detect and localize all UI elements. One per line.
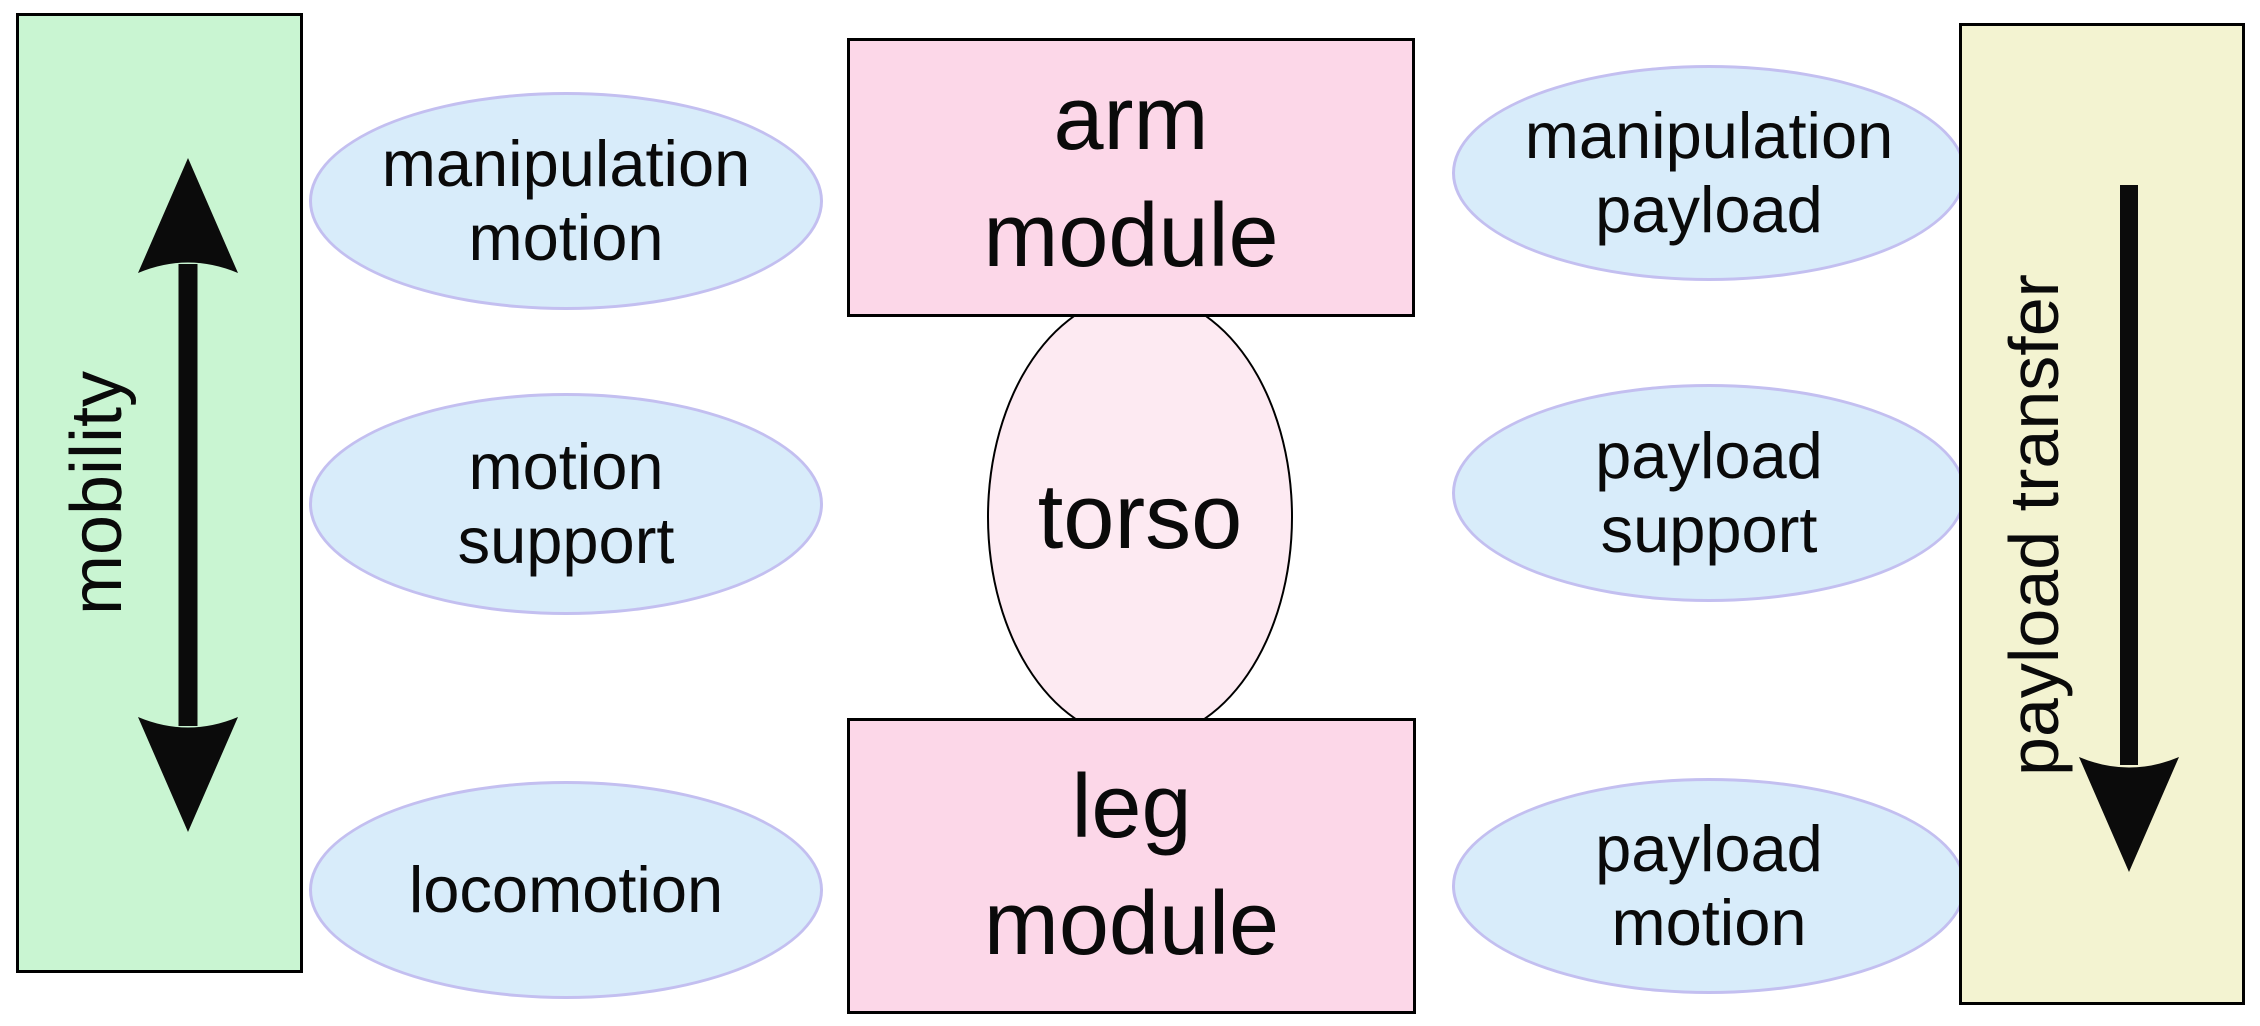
function-label-line1: manipulation xyxy=(1524,98,1894,172)
payload-transfer-label: payload transfer xyxy=(1995,274,2073,776)
function-label-line1: manipulation xyxy=(381,126,751,200)
double-vertical-arrow-icon xyxy=(138,158,238,832)
function-ellipse-locomotion: locomotion xyxy=(309,781,823,999)
leg-module-node: leg module xyxy=(847,718,1416,1014)
function-ellipse-motion-support: motion support xyxy=(309,393,823,615)
function-label-line2: motion xyxy=(1611,886,1807,959)
torso-label: torso xyxy=(1037,465,1243,568)
function-label-line1: payload xyxy=(1595,418,1823,492)
leg-module-label-line1: leg xyxy=(1071,757,1192,857)
torso-node: torso xyxy=(987,293,1293,741)
mobility-panel: mobility xyxy=(16,13,303,973)
function-label-line2: payload xyxy=(1595,173,1823,246)
down-arrow-icon xyxy=(2079,185,2179,872)
function-ellipse-manipulation-payload: manipulation payload xyxy=(1452,65,1966,281)
function-label-line1: payload xyxy=(1595,811,1823,885)
function-label-line1: motion xyxy=(468,429,664,503)
function-label-line2: motion xyxy=(468,201,664,274)
function-label-line2: support xyxy=(1600,493,1818,566)
function-label-line1: locomotion xyxy=(408,852,724,926)
function-ellipse-manipulation-motion: manipulation motion xyxy=(309,92,823,310)
arm-module-label-line1: arm xyxy=(1053,68,1209,169)
function-label-line2: support xyxy=(457,504,675,577)
leg-module-label-line2: module xyxy=(983,874,1280,974)
function-ellipse-payload-support: payload support xyxy=(1452,384,1966,602)
payload-transfer-panel: payload transfer xyxy=(1959,23,2245,1005)
arm-module-node: arm module xyxy=(847,38,1415,317)
function-ellipse-payload-motion: payload motion xyxy=(1452,778,1966,994)
mobility-label: mobility xyxy=(57,370,137,616)
arm-module-label-line2: module xyxy=(983,185,1279,286)
